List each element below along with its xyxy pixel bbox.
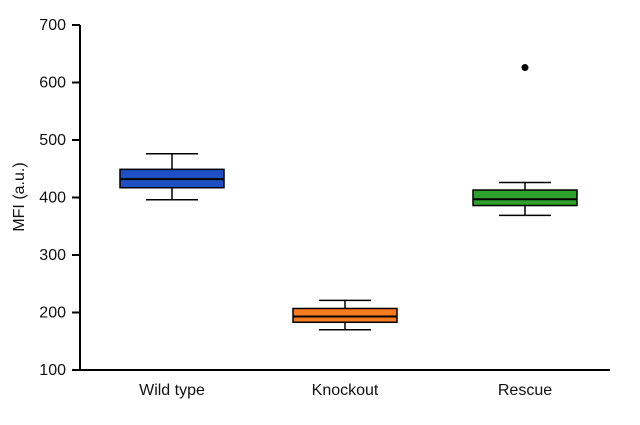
box-iqr <box>472 189 578 207</box>
y-tick-label: 500 <box>39 132 66 149</box>
y-tick-label: 700 <box>39 17 66 34</box>
y-axis-label: MFI (a.u.) <box>11 162 28 231</box>
x-axis-labels: Wild type Knockout Rescue <box>139 382 552 399</box>
y-tick-label: 300 <box>39 247 66 264</box>
y-tick-label: 100 <box>39 362 66 379</box>
box-knockout <box>292 299 398 331</box>
x-tick-label: Knockout <box>312 382 379 399</box>
x-tick-label: Rescue <box>498 382 552 399</box>
box-iqr <box>292 307 398 324</box>
boxes-group <box>119 64 578 331</box>
y-tick-label: 400 <box>39 190 66 207</box>
box-wild-type <box>119 153 225 201</box>
box-rescue <box>472 64 578 217</box>
outlier-point <box>521 64 529 72</box>
y-axis-ticks: 100 200 300 400 500 600 700 <box>39 17 80 379</box>
y-tick-label: 600 <box>39 75 66 92</box>
x-tick-label: Wild type <box>139 382 205 399</box>
y-tick-label: 200 <box>39 305 66 322</box>
